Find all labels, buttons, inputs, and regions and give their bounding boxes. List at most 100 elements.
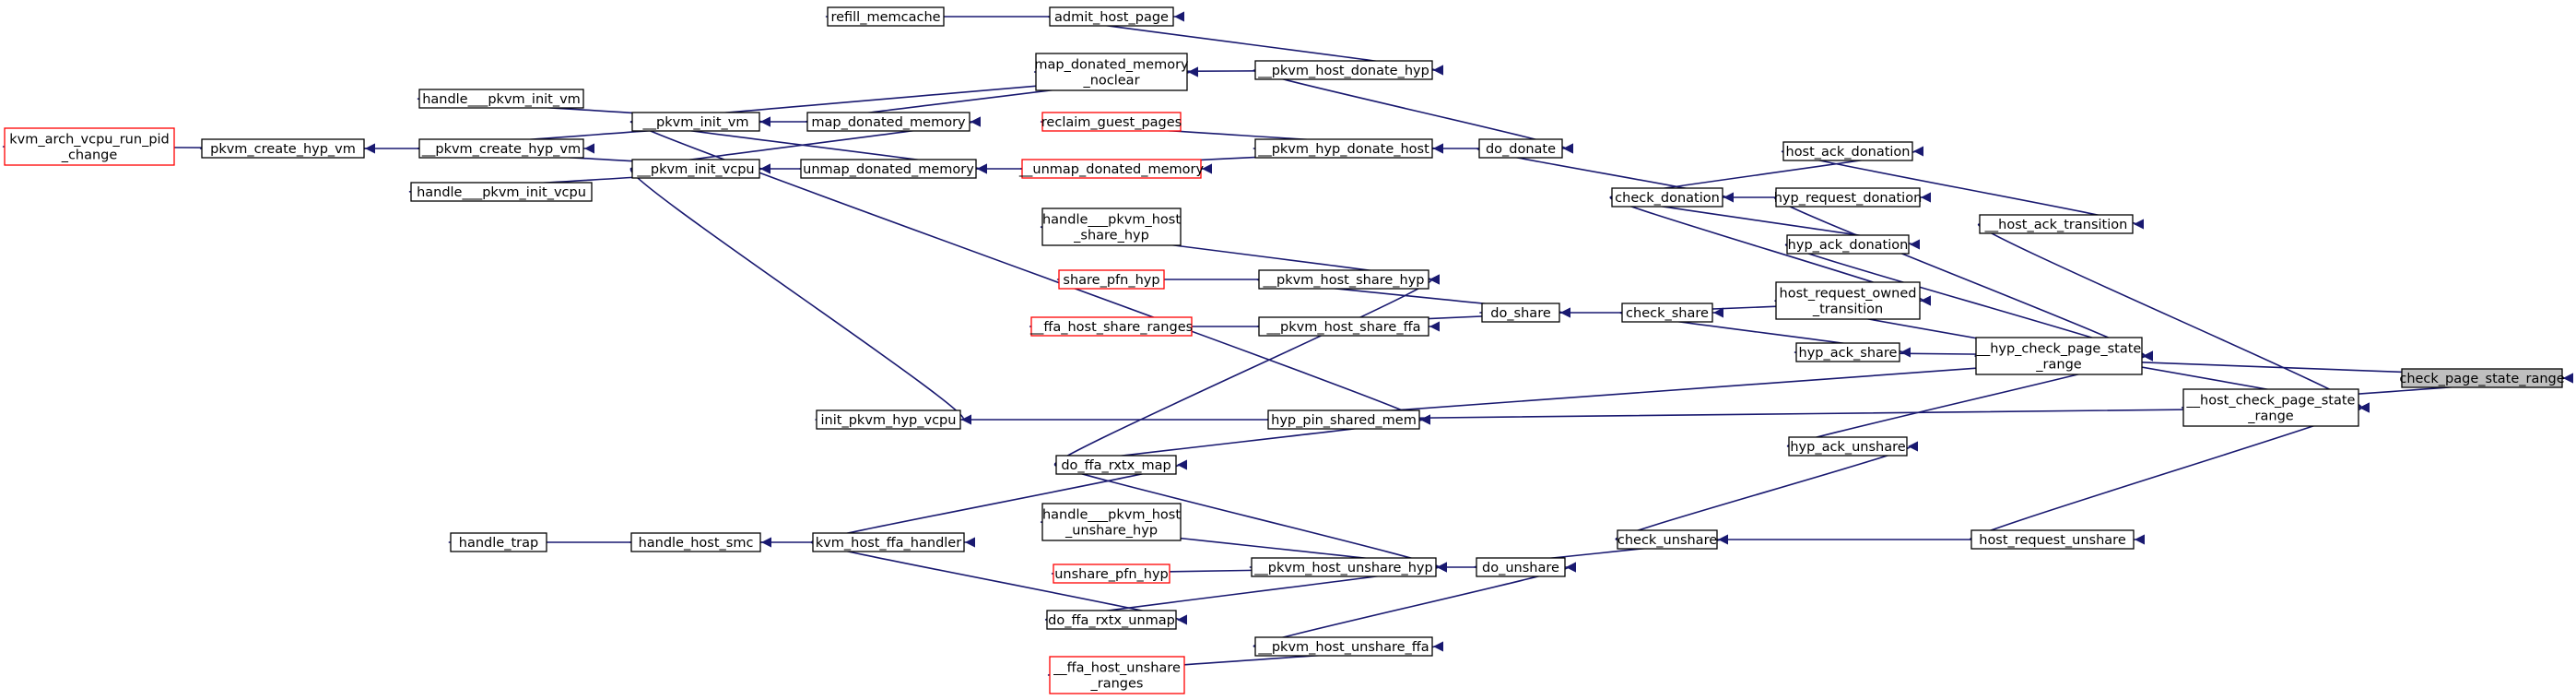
node-pkvm_host_share_ffa[interactable]: __pkvm_host_share_ffa (1258, 316, 1429, 337)
node-hyp_check_page_state_range[interactable]: __hyp_check_page_state_range (1975, 337, 2143, 375)
node-host_check_page_state_range[interactable]: __host_check_page_state_range (2182, 388, 2359, 427)
node-box[interactable] (1258, 269, 1429, 290)
node-box[interactable] (450, 532, 547, 552)
node-box[interactable] (1476, 557, 1566, 577)
node-map_donated_memory_noclear[interactable]: map_donated_memory_noclear (1034, 53, 1189, 91)
node-do_donate[interactable]: do_donate (1478, 138, 1563, 159)
node-admit_host_page[interactable]: admit_host_page (1049, 6, 1174, 27)
node-map_donated_memory[interactable]: map_donated_memory (806, 112, 970, 132)
node-check_share[interactable]: check_share (1621, 303, 1713, 323)
node-kvm_host_ffa_handler[interactable]: kvm_host_ffa_handler (812, 532, 965, 552)
node-box[interactable] (1049, 6, 1174, 27)
node-box[interactable] (1481, 303, 1560, 323)
node-box[interactable] (418, 138, 584, 159)
node-init_pkvm_hyp_vcpu[interactable]: init_pkvm_hyp_vcpu (816, 409, 961, 430)
node-hyp_ack_donation[interactable]: hyp_ack_donation (1786, 234, 1910, 255)
node-box[interactable] (1058, 269, 1165, 290)
node-box[interactable] (1041, 112, 1182, 132)
node-pkvm_create_hyp_vm_2[interactable]: __pkvm_create_hyp_vm (418, 138, 584, 159)
node-check_page_state_range[interactable]: check_page_state_range (2399, 368, 2565, 388)
node-box[interactable] (1611, 187, 1723, 208)
node-check_unshare[interactable]: check_unshare (1617, 529, 1718, 550)
node-handle_trap[interactable]: handle_trap (450, 532, 547, 552)
node-ffa_host_share_ranges[interactable]: __ffa_host_share_ranges (1029, 316, 1193, 337)
node-box[interactable] (2182, 388, 2359, 427)
node-box[interactable] (1258, 316, 1429, 337)
node-do_ffa_rxtx_map[interactable]: do_ffa_rxtx_map (1055, 455, 1177, 475)
node-box[interactable] (1254, 636, 1433, 657)
node-handle_pkvm_init_vm[interactable]: handle___pkvm_init_vm (418, 89, 584, 109)
node-unmap_donated_memory_2[interactable]: __unmap_donated_memory (1018, 159, 1205, 179)
node-refill_memcache[interactable]: refill_memcache (827, 6, 945, 27)
node-box[interactable] (1970, 529, 2135, 550)
node-unmap_donated_memory[interactable]: unmap_donated_memory (800, 159, 977, 179)
node-check_donation[interactable]: check_donation (1611, 187, 1723, 208)
node-box[interactable] (816, 409, 961, 430)
node-box[interactable] (1478, 138, 1563, 159)
node-do_ffa_rxtx_unmap[interactable]: do_ffa_rxtx_unmap (1046, 610, 1177, 630)
node-pkvm_host_share_hyp[interactable]: __pkvm_host_share_hyp (1258, 269, 1429, 290)
node-host_ack_donation[interactable]: host_ack_donation (1782, 141, 1913, 161)
node-box[interactable] (1775, 187, 1921, 208)
node-box[interactable] (1788, 436, 1908, 457)
node-box[interactable] (1046, 610, 1177, 630)
node-host_request_unshare[interactable]: host_request_unshare (1970, 529, 2135, 550)
node-pkvm_create_hyp_vm[interactable]: pkvm_create_hyp_vm (201, 138, 365, 159)
node-box[interactable] (1795, 342, 1900, 362)
node-box[interactable] (1021, 159, 1202, 179)
node-box[interactable] (630, 532, 761, 552)
node-box[interactable] (2401, 368, 2563, 388)
node-box[interactable] (1782, 141, 1913, 161)
node-pkvm_host_unshare_hyp[interactable]: __pkvm_host_unshare_hyp (1251, 557, 1437, 577)
node-hyp_ack_unshare[interactable]: hyp_ack_unshare (1788, 436, 1908, 457)
node-box[interactable] (1617, 529, 1718, 550)
node-do_share[interactable]: do_share (1481, 303, 1560, 323)
node-hyp_pin_shared_mem[interactable]: hyp_pin_shared_mem (1267, 409, 1420, 430)
node-ffa_host_unshare_ranges[interactable]: __ffa_host_unshare_ranges (1049, 656, 1185, 694)
node-box[interactable] (631, 159, 760, 179)
node-box[interactable] (4, 127, 175, 166)
node-box[interactable] (1049, 656, 1185, 694)
node-box[interactable] (631, 112, 760, 132)
node-do_unshare[interactable]: do_unshare (1476, 557, 1566, 577)
node-box[interactable] (1975, 337, 2143, 375)
node-reclaim_guest_pages[interactable]: reclaim_guest_pages (1041, 112, 1182, 132)
node-box[interactable] (1254, 60, 1433, 80)
node-box[interactable] (1251, 557, 1437, 577)
node-box[interactable] (201, 138, 365, 159)
node-handle_host_smc[interactable]: handle_host_smc (630, 532, 761, 552)
node-pkvm_host_donate_hyp[interactable]: __pkvm_host_donate_hyp (1254, 60, 1433, 80)
node-box[interactable] (1035, 53, 1188, 91)
node-box[interactable] (418, 89, 584, 109)
node-box[interactable] (827, 6, 945, 27)
node-host_request_owned_transition[interactable]: host_request_owned_transition (1775, 281, 1921, 320)
node-box[interactable] (1055, 455, 1177, 475)
node-box[interactable] (1254, 138, 1433, 159)
node-box[interactable] (1267, 409, 1420, 430)
node-pkvm_init_vcpu[interactable]: __pkvm_init_vcpu (631, 159, 760, 179)
node-box[interactable] (812, 532, 965, 552)
node-box[interactable] (800, 159, 977, 179)
node-pkvm_host_unshare_ffa[interactable]: __pkvm_host_unshare_ffa (1254, 636, 1433, 657)
node-pkvm_init_vm[interactable]: __pkvm_init_vm (631, 112, 760, 132)
node-box[interactable] (1041, 503, 1182, 541)
node-box[interactable] (1775, 281, 1921, 320)
node-box[interactable] (410, 182, 593, 202)
node-box[interactable] (1621, 303, 1713, 323)
node-kvm_arch_vcpu_run_pid_change[interactable]: kvm_arch_vcpu_run_pid_change (4, 127, 175, 166)
node-handle_pkvm_init_vcpu[interactable]: handle___pkvm_init_vcpu (410, 182, 593, 202)
node-unshare_pfn_hyp[interactable]: unshare_pfn_hyp (1053, 564, 1170, 584)
node-share_pfn_hyp[interactable]: share_pfn_hyp (1058, 269, 1165, 290)
node-box[interactable] (1053, 564, 1170, 584)
node-host_ack_transition[interactable]: __host_ack_transition (1979, 214, 2134, 234)
node-hyp_ack_share[interactable]: hyp_ack_share (1795, 342, 1900, 362)
node-box[interactable] (1979, 214, 2134, 234)
node-box[interactable] (1030, 316, 1193, 337)
node-box[interactable] (1786, 234, 1910, 255)
node-handle_pkvm_host_share_hyp[interactable]: handle___pkvm_host_share_hyp (1041, 208, 1182, 246)
node-pkvm_hyp_donate_host[interactable]: __pkvm_hyp_donate_host (1254, 138, 1433, 159)
node-box[interactable] (1041, 208, 1182, 246)
node-hyp_request_donation[interactable]: hyp_request_donation (1774, 187, 1923, 208)
node-box[interactable] (806, 112, 970, 132)
node-handle_pkvm_host_unshare_hyp[interactable]: handle___pkvm_host_unshare_hyp (1041, 503, 1182, 541)
